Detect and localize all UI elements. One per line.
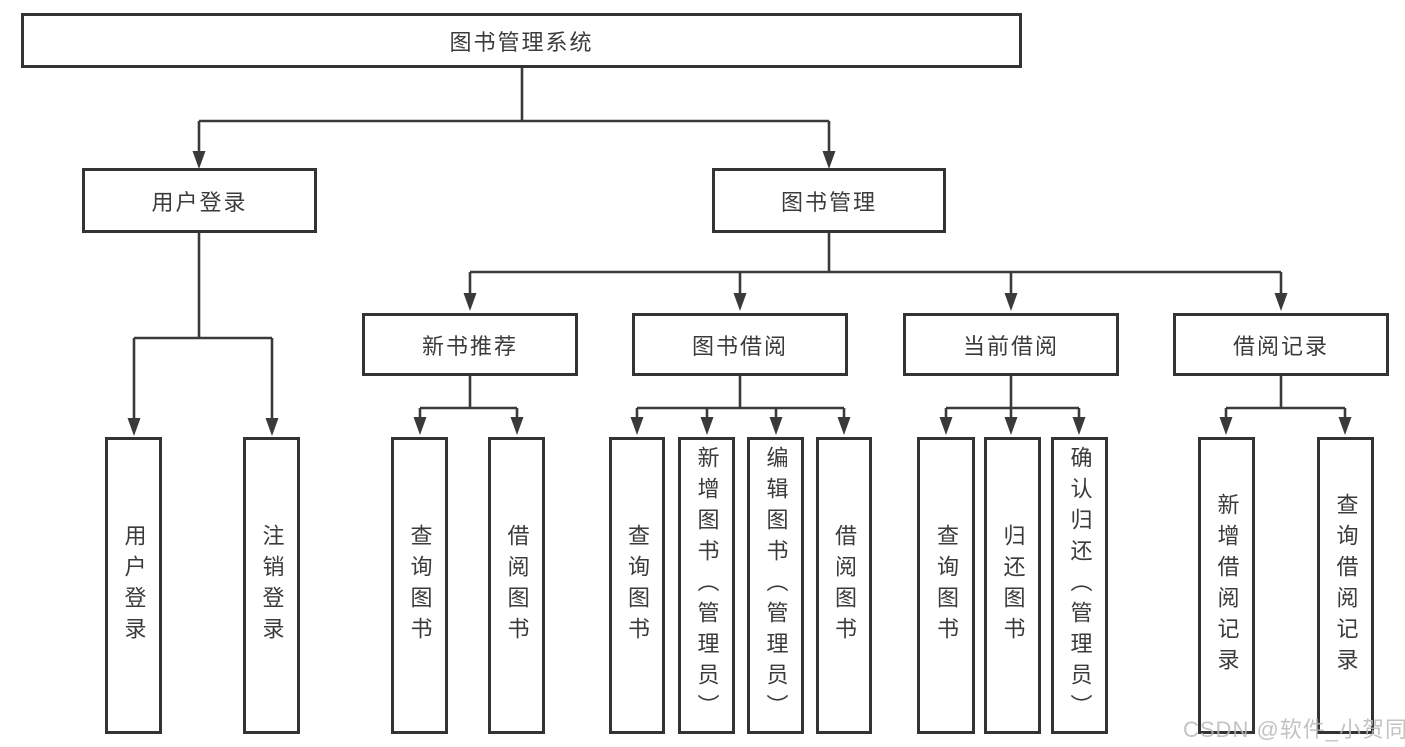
node-book-borrow: 图书借阅 — [632, 313, 848, 376]
leaf-return-books: 归还图书 — [984, 437, 1041, 734]
leaf-add-books-admin-label: 新增图书（管理员） — [694, 446, 720, 725]
node-current-borrow: 当前借阅 — [903, 313, 1119, 376]
leaf-query-books-current-label: 查询图书 — [934, 523, 959, 648]
leaf-add-books-admin: 新增图书（管理员） — [678, 437, 735, 734]
leaf-borrow-books-recommend-label: 借阅图书 — [504, 523, 530, 648]
node-book-management: 图书管理 — [712, 168, 946, 233]
leaf-add-borrow-record-label: 新增借阅记录 — [1214, 492, 1240, 679]
leaf-query-books-borrow-label: 查询图书 — [625, 523, 650, 648]
watermark: CSDN @软件_小贺同学 — [1183, 717, 1405, 742]
leaf-edit-books-admin-label: 编辑图书（管理员） — [763, 446, 789, 725]
node-user-login-label: 用户登录 — [151, 189, 248, 215]
leaf-logout-label: 注销登录 — [259, 523, 285, 648]
leaf-user-login: 用户登录 — [105, 437, 162, 734]
node-new-book-recommend-label: 新书推荐 — [421, 333, 518, 359]
leaf-query-books-current: 查询图书 — [917, 437, 975, 734]
node-book-borrow-label: 图书借阅 — [691, 333, 788, 359]
node-new-book-recommend: 新书推荐 — [362, 313, 578, 376]
leaf-query-borrow-record: 查询借阅记录 — [1317, 437, 1374, 734]
leaf-confirm-return-admin: 确认归还（管理员） — [1051, 437, 1108, 734]
node-library-system-label: 图书管理系统 — [449, 29, 594, 55]
leaf-query-books-recommend-label: 查询图书 — [407, 523, 433, 648]
leaf-logout: 注销登录 — [243, 437, 300, 734]
leaf-query-borrow-record-label: 查询借阅记录 — [1333, 492, 1359, 679]
leaf-borrow-books: 借阅图书 — [816, 437, 872, 734]
leaf-confirm-return-admin-label: 确认归还（管理员） — [1067, 446, 1093, 725]
node-library-system: 图书管理系统 — [21, 13, 1022, 68]
node-borrow-records-label: 借阅记录 — [1232, 333, 1329, 359]
leaf-add-borrow-record: 新增借阅记录 — [1198, 437, 1255, 734]
leaf-query-books-recommend: 查询图书 — [391, 437, 448, 734]
leaf-user-login-label: 用户登录 — [121, 523, 147, 648]
node-borrow-records: 借阅记录 — [1173, 313, 1389, 376]
leaf-borrow-books-recommend: 借阅图书 — [488, 437, 545, 734]
leaf-borrow-books-label: 借阅图书 — [832, 523, 857, 648]
node-user-login: 用户登录 — [82, 168, 317, 233]
leaf-edit-books-admin: 编辑图书（管理员） — [747, 437, 804, 734]
leaf-query-books-borrow: 查询图书 — [609, 437, 665, 734]
node-current-borrow-label: 当前借阅 — [962, 333, 1059, 359]
node-book-management-label: 图书管理 — [780, 189, 877, 215]
leaf-return-books-label: 归还图书 — [1000, 523, 1026, 648]
